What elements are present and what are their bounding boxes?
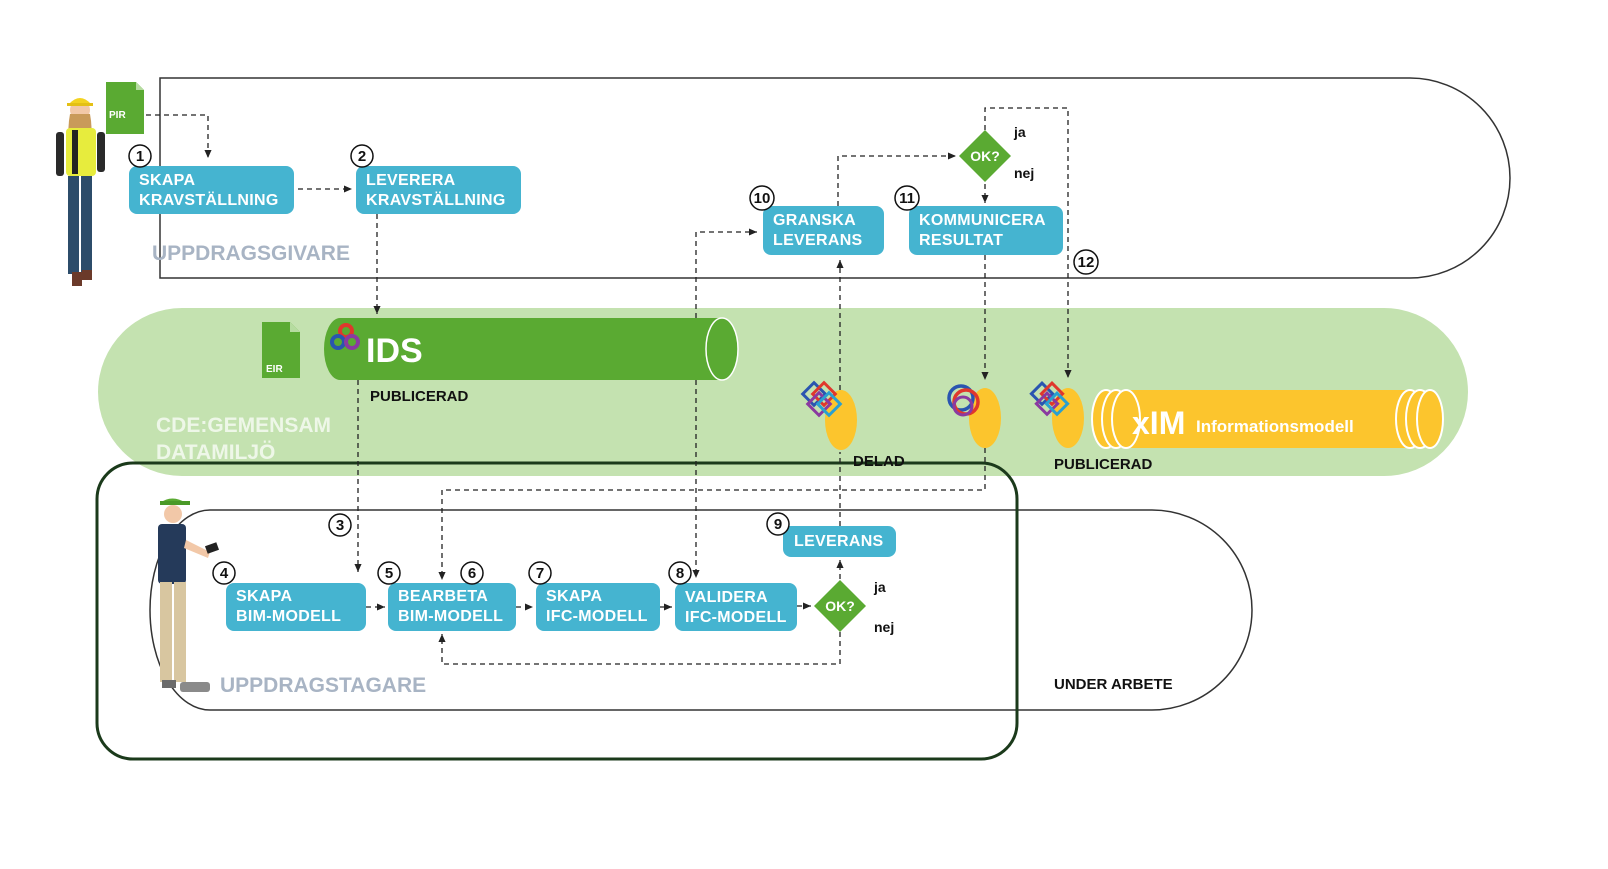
ids-logo-icon (330, 323, 360, 350)
step-10-line2: LEVERANS (773, 232, 863, 249)
svg-text:3: 3 (336, 517, 344, 534)
decision-top-yes: ja (1013, 124, 1026, 140)
highlight-frame (95, 461, 1019, 761)
step-number-3: 3 (328, 513, 352, 537)
ids-label: IDS (366, 332, 423, 370)
svg-text:11: 11 (899, 190, 915, 207)
shared-model-capsule (825, 390, 857, 450)
svg-text:9: 9 (774, 516, 782, 533)
published-state-label: PUBLICERAD (1054, 456, 1153, 473)
step-4-box[interactable]: SKAPA BIM-MODELL (226, 583, 366, 631)
ids-state-label: PUBLICERAD (370, 388, 469, 405)
svg-text:5: 5 (385, 565, 393, 582)
xim-label: xIM (1132, 405, 1185, 441)
step-number-12: 12 (1073, 249, 1099, 275)
svg-text:10: 10 (754, 190, 771, 207)
decision-bottom-yes: ja (873, 579, 886, 595)
decision-bottom-no: nej (874, 619, 894, 635)
step-5-box[interactable]: BEARBETA BIM-MODELL (388, 583, 516, 631)
step-number-5: 5 (377, 561, 401, 585)
step-number-8: 8 (668, 561, 692, 585)
step-7-box[interactable]: SKAPA IFC-MODELL (536, 583, 660, 631)
shared-state-label: DELAD (853, 453, 905, 470)
decision-top-label: OK? (970, 148, 1000, 164)
svg-text:2: 2 (358, 148, 366, 165)
pir-label: PIR (109, 110, 126, 121)
xim-sub-label: Informationsmodell (1196, 417, 1354, 436)
client-zone-label: UPPDRAGSGIVARE (152, 242, 350, 265)
xim-cylinder (1091, 389, 1444, 449)
step-number-1: 1 (128, 144, 152, 168)
step-number-10: 10 (749, 185, 775, 211)
work-in-progress-label: UNDER ARBETE (1054, 676, 1173, 693)
step-number-2: 2 (350, 144, 374, 168)
step-11-line2: RESULTAT (919, 232, 1003, 249)
step-number-11: 11 (894, 185, 920, 211)
step-1-line1: SKAPA (139, 172, 195, 189)
step-8-line2: IFC-MODELL (685, 609, 787, 626)
cde-zone-label-line2: DATAMILJÖ (156, 441, 275, 464)
pir-air-document-icon (106, 82, 144, 134)
step-2-box[interactable]: LEVERERA KRAVSTÄLLNING (356, 166, 521, 214)
step-number-4: 4 (212, 561, 236, 585)
decision-bottom[interactable]: OK? (814, 580, 866, 632)
contractor-zone-label: UPPDRAGSTAGARE (220, 674, 426, 697)
client-person-icon (56, 98, 105, 286)
decision-top[interactable]: OK? (959, 130, 1011, 182)
eir-document-icon (262, 322, 300, 378)
svg-text:12: 12 (1078, 254, 1095, 271)
step-10-box[interactable]: GRANSKA LEVERANS (763, 206, 884, 255)
svg-text:7: 7 (536, 565, 544, 582)
step-number-6: 6 (460, 561, 484, 585)
step-9-line1: LEVERANS (794, 533, 884, 550)
ifc-logo-icon (800, 380, 843, 418)
step-1-box[interactable]: SKAPA KRAVSTÄLLNING (129, 166, 294, 214)
step-7-line1: SKAPA (546, 588, 602, 605)
step-10-line1: GRANSKA (773, 212, 856, 229)
step-2-line2: KRAVSTÄLLNING (366, 191, 506, 209)
step-4-line2: BIM-MODELL (236, 608, 341, 625)
step-2-line1: LEVERERA (366, 172, 456, 189)
contractor-person-icon (158, 498, 220, 692)
step-11-line1: KOMMUNICERA (919, 212, 1046, 229)
client-lane (159, 77, 1511, 279)
ifc-published-logo-icon (1029, 380, 1070, 417)
eir-label: EIR (266, 364, 283, 375)
step-8-box[interactable]: VALIDERA IFC-MODELL (675, 583, 797, 631)
step-number-7: 7 (528, 561, 552, 585)
step-11-box[interactable]: KOMMUNICERA RESULTAT (909, 206, 1063, 255)
cde-zone-label-line1: CDE:GEMENSAM (156, 414, 331, 437)
published-model-capsule (1052, 388, 1084, 448)
svg-text:4: 4 (220, 565, 229, 582)
step-5-line2: BIM-MODELL (398, 608, 503, 625)
decision-top-no: nej (1014, 165, 1034, 181)
step-1-line2: KRAVSTÄLLNING (139, 191, 279, 209)
svg-text:6: 6 (468, 565, 476, 582)
step-7-line2: IFC-MODELL (546, 608, 648, 625)
step-9-box[interactable]: LEVERANS (783, 526, 896, 557)
step-4-line1: SKAPA (236, 588, 292, 605)
svg-text:1: 1 (136, 148, 144, 165)
step-number-9: 9 (766, 512, 790, 536)
step-8-line1: VALIDERA (685, 589, 768, 606)
svg-text:8: 8 (676, 565, 684, 582)
bcf-logo-icon (947, 384, 980, 417)
step-5-line1: BEARBETA (398, 588, 488, 605)
flow-arrows (146, 107, 1072, 665)
decision-bottom-label: OK? (825, 598, 855, 614)
